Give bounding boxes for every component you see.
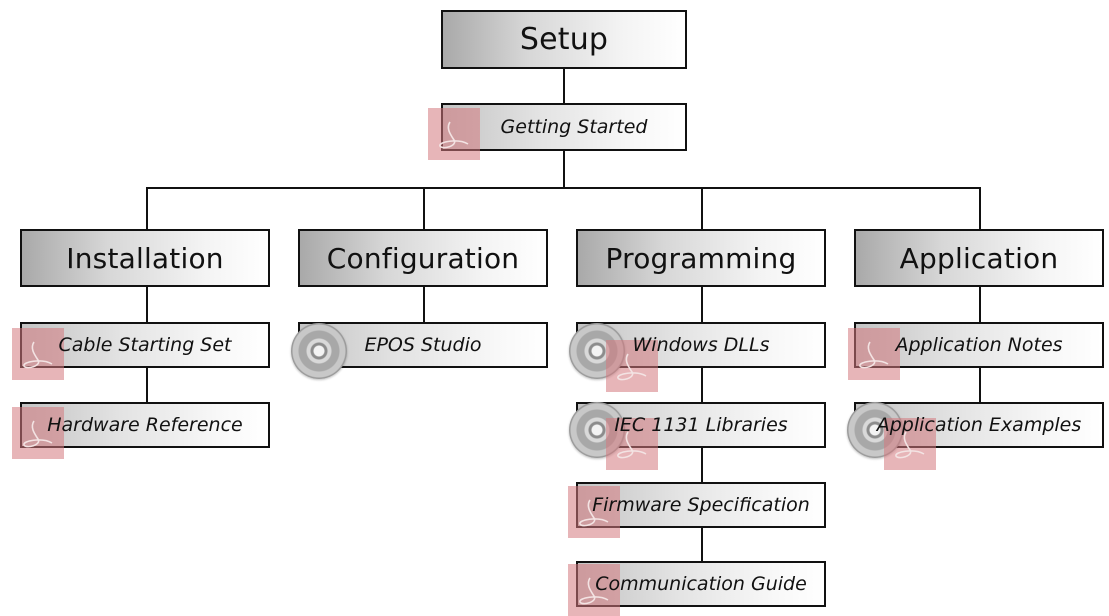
column-header-label: Installation xyxy=(66,241,224,275)
pdf-icon xyxy=(568,486,620,538)
connector-line xyxy=(701,366,703,402)
getting-started-box[interactable]: Getting Started xyxy=(441,103,687,151)
doc-label: Application Notes xyxy=(895,334,1063,356)
column-header-application: Application xyxy=(854,229,1104,287)
doc-label: Hardware Reference xyxy=(47,414,243,436)
connector-line xyxy=(423,287,425,322)
connector-line xyxy=(563,151,565,188)
column-header-label: Programming xyxy=(605,241,797,275)
doc-label: Windows DLLs xyxy=(632,334,770,356)
doc-label: Firmware Specification xyxy=(592,494,810,516)
doc-label: Application Examples xyxy=(876,414,1082,436)
doc-iec-1131-libraries[interactable]: IEC 1131 Libraries xyxy=(576,402,826,448)
doc-application-examples[interactable]: Application Examples xyxy=(854,402,1104,448)
connector-line xyxy=(146,187,981,189)
connector-line xyxy=(701,187,703,229)
doc-label: Cable Starting Set xyxy=(58,334,232,356)
pdf-icon xyxy=(606,418,658,470)
root-label: Setup xyxy=(519,22,609,57)
connector-line xyxy=(146,187,148,229)
connector-line xyxy=(701,446,703,482)
getting-started-label: Getting Started xyxy=(500,116,648,138)
pdf-icon xyxy=(12,328,64,380)
pdf-icon xyxy=(428,108,480,160)
column-header-label: Application xyxy=(899,241,1059,275)
doc-label: Communication Guide xyxy=(595,573,807,595)
root-node-setup: Setup xyxy=(441,10,687,69)
connector-line xyxy=(563,67,565,103)
pdf-icon xyxy=(606,340,658,392)
doc-label: EPOS Studio xyxy=(364,334,482,356)
doc-label: IEC 1131 Libraries xyxy=(614,414,788,436)
pdf-icon xyxy=(884,418,936,470)
cd-icon xyxy=(291,323,347,379)
connector-line xyxy=(146,287,148,322)
connector-line xyxy=(701,526,703,561)
connector-line xyxy=(979,287,981,322)
connector-line xyxy=(423,187,425,229)
column-header-label: Configuration xyxy=(326,241,520,275)
connector-line xyxy=(979,366,981,402)
connector-line xyxy=(979,187,981,229)
connector-line xyxy=(701,287,703,322)
column-header-installation: Installation xyxy=(20,229,270,287)
pdf-icon xyxy=(12,407,64,459)
doc-windows-dlls[interactable]: Windows DLLs xyxy=(576,322,826,368)
connector-line xyxy=(146,366,148,402)
pdf-icon xyxy=(848,328,900,380)
column-header-programming: Programming xyxy=(576,229,826,287)
pdf-icon xyxy=(568,564,620,616)
column-header-configuration: Configuration xyxy=(298,229,548,287)
